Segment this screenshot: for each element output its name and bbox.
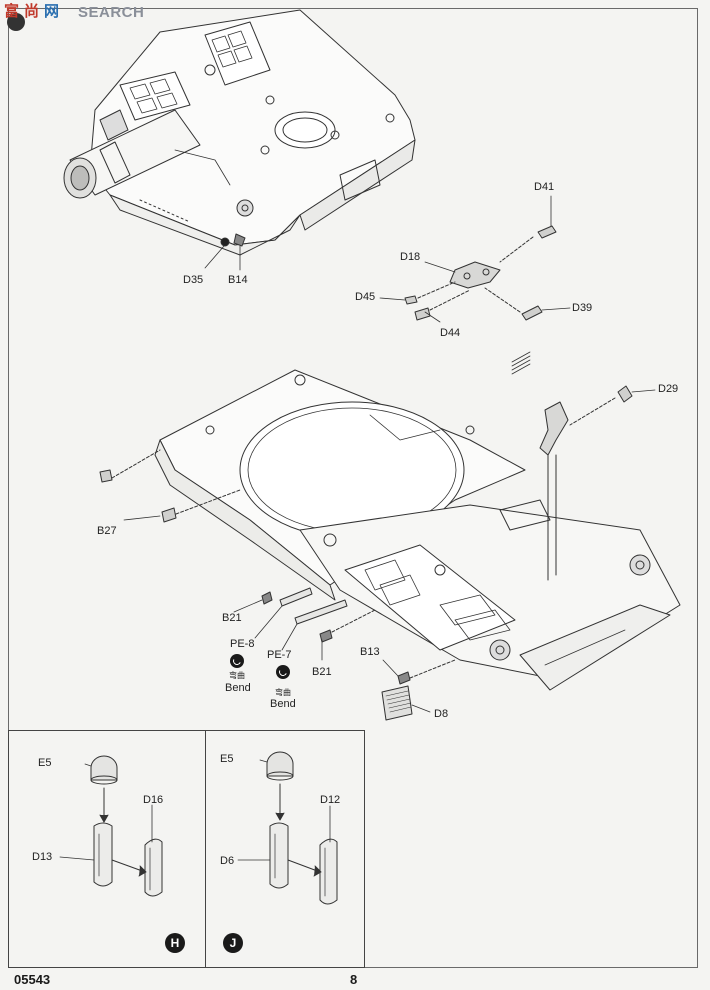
label-b14: B14: [228, 274, 248, 286]
label-d29: D29: [658, 383, 679, 395]
svg-text:网: 网: [44, 2, 59, 20]
bend-icon: [276, 665, 290, 679]
label-d35: D35: [183, 274, 204, 286]
substep-j-box: [205, 730, 365, 968]
label-d41: D41: [534, 181, 555, 193]
label-pe7: PE-7: [267, 649, 292, 661]
substep-j-drawing: [237, 751, 338, 905]
label-d8: D8: [434, 708, 449, 720]
label-b21-right: B21: [312, 666, 332, 678]
leader-lines: [123, 195, 656, 713]
upper-hull-assembly: [63, 9, 416, 256]
bend-icon: [230, 654, 244, 668]
product-code: 05543: [14, 972, 51, 987]
label-j-e5: E5: [220, 753, 234, 765]
watermark-text: SEARCH: [78, 4, 145, 21]
label-j-d6: D6: [220, 855, 235, 867]
bend-note-cn: 弯曲: [275, 688, 291, 697]
bend-note-en: Bend: [270, 698, 296, 710]
label-d39: D39: [572, 302, 593, 314]
substep-h-drawing: [59, 755, 163, 897]
watermark-logo-icon: 富 尚 网: [4, 2, 59, 31]
page-number: 8: [350, 972, 358, 987]
bend-note-cn: 弯曲: [229, 671, 245, 680]
watermark-logo: 富 尚 网 SEARCH: [0, 0, 160, 34]
label-h-e5: E5: [38, 757, 52, 769]
label-d18: D18: [400, 251, 421, 263]
bend-note-en: Bend: [225, 682, 251, 694]
hatch-mark: [511, 351, 531, 375]
label-b21-left: B21: [222, 612, 242, 624]
label-b13: B13: [360, 646, 380, 658]
step-badge-h: H: [165, 933, 185, 953]
label-d45: D45: [355, 291, 376, 303]
svg-text:尚: 尚: [24, 2, 39, 20]
label-j-d12: D12: [320, 794, 341, 806]
label-b27: B27: [97, 525, 117, 537]
svg-text:富: 富: [4, 2, 19, 20]
bracket-assembly-d18: [404, 225, 557, 321]
label-h-d13: D13: [32, 851, 53, 863]
step-badge-j: J: [223, 933, 243, 953]
lower-hull-assembly: [99, 369, 681, 721]
label-pe8: PE-8: [230, 638, 255, 650]
label-d44: D44: [440, 327, 461, 339]
label-h-d16: D16: [143, 794, 164, 806]
